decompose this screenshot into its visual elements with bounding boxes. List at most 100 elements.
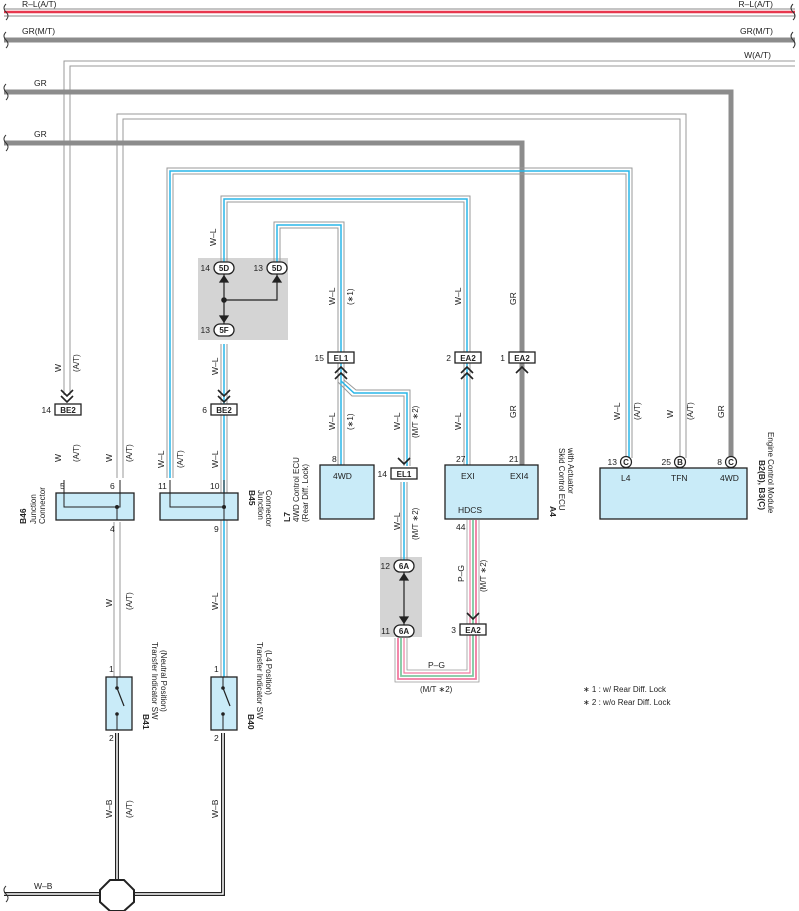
svg-text:10: 10 bbox=[210, 481, 220, 491]
svg-text:EL1: EL1 bbox=[397, 470, 412, 479]
svg-text:6A: 6A bbox=[399, 562, 409, 571]
svg-text:11: 11 bbox=[158, 481, 167, 491]
label-wb-b40: W–B bbox=[210, 799, 220, 818]
label-pg-a4-note: (M/T ∗2) bbox=[479, 559, 488, 592]
svg-text:(L4 Position): (L4 Position) bbox=[264, 650, 273, 695]
label-wl-el1-l-note: (∗1) bbox=[346, 413, 355, 430]
svg-text:Transfer Indicator SW: Transfer Indicator SW bbox=[255, 642, 264, 720]
label-gr1: GR bbox=[34, 78, 47, 88]
svg-text:L4: L4 bbox=[621, 473, 631, 483]
wire-wb-ground bbox=[4, 733, 225, 896]
svg-text:EA2: EA2 bbox=[460, 354, 476, 363]
svg-text:with Actuator: with Actuator bbox=[566, 447, 575, 494]
svg-text:(Rear Diff. Lock): (Rear Diff. Lock) bbox=[301, 464, 310, 522]
label-w-b46-l: W bbox=[53, 454, 63, 462]
wire-break-marks bbox=[3, 3, 796, 903]
label-pg-a4: P–G bbox=[456, 565, 466, 582]
note-2: ∗ 2 : w/o Rear Diff. Lock bbox=[583, 698, 671, 707]
ground-point-icon bbox=[99, 879, 135, 911]
label-w-at-right: W(A/T) bbox=[744, 50, 771, 60]
label-w-b2: W bbox=[665, 410, 675, 418]
label-pg-bottom-note: (M/T ∗2) bbox=[420, 685, 453, 694]
junction-5d-b: 5D 13 bbox=[254, 261, 288, 275]
svg-text:EXI: EXI bbox=[461, 471, 475, 481]
svg-text:B: B bbox=[677, 458, 683, 467]
wire-wl-6a bbox=[400, 482, 408, 560]
junction-6a-top: 6A 12 bbox=[381, 559, 415, 573]
svg-text:4WD Control ECU: 4WD Control ECU bbox=[292, 457, 301, 522]
svg-text:13: 13 bbox=[254, 263, 264, 273]
svg-text:Skid Control ECU: Skid Control ECU bbox=[557, 448, 566, 511]
connector-be2-left: BE2 14 bbox=[42, 389, 82, 416]
junction-6a-link bbox=[398, 572, 410, 625]
svg-text:8: 8 bbox=[332, 454, 337, 464]
label-wl-ea2: W–L bbox=[453, 287, 463, 305]
component-a4: 27 21 EXI EXI4 HDCS 44 A4 Skid Control E… bbox=[444, 447, 575, 532]
label-wl-el1-r-note: (M/T ∗2) bbox=[411, 405, 420, 438]
label-wl-mid: W–L bbox=[327, 287, 337, 305]
component-b40-switch: 1 2 B40 Transfer Indicator SW (L4 Positi… bbox=[210, 642, 273, 743]
wire-w-b41 bbox=[113, 522, 121, 677]
svg-text:6A: 6A bbox=[399, 627, 409, 636]
label-wl-el1-bot: W–L bbox=[392, 512, 402, 530]
svg-text:13: 13 bbox=[201, 325, 211, 335]
svg-text:13: 13 bbox=[608, 457, 618, 467]
wire-pg bbox=[394, 520, 480, 683]
svg-text:(Neutral Position): (Neutral Position) bbox=[159, 650, 168, 712]
label-wl-b2: W–L bbox=[612, 402, 622, 420]
svg-text:11: 11 bbox=[381, 626, 390, 636]
connector-ea2-a: EA2 2 bbox=[446, 351, 482, 380]
label-wl-a4: W–L bbox=[453, 412, 463, 430]
svg-text:4WD: 4WD bbox=[720, 473, 739, 483]
svg-text:C: C bbox=[623, 458, 629, 467]
svg-text:25: 25 bbox=[662, 457, 672, 467]
label-w-b41: W bbox=[104, 599, 114, 607]
label-w-at-b46: W bbox=[53, 364, 63, 372]
label-w-b46-l-note: (A/T) bbox=[72, 444, 81, 462]
connector-el1-mid: EL1 14 bbox=[378, 457, 418, 480]
svg-text:5F: 5F bbox=[219, 326, 228, 335]
svg-text:EA2: EA2 bbox=[465, 626, 481, 635]
label-wl-b45-l-note: (A/T) bbox=[176, 450, 185, 468]
label-w-b46-r-note: (A/T) bbox=[125, 444, 134, 462]
wire-wl-exi bbox=[220, 195, 471, 468]
svg-text:EL1: EL1 bbox=[334, 354, 349, 363]
label-gr-mt-left: GR(M/T) bbox=[22, 26, 55, 36]
label-w-b41-note: (A/T) bbox=[125, 592, 134, 610]
connector-el1-top: EL1 15 bbox=[315, 351, 355, 380]
label-gr-ea2: GR bbox=[508, 292, 518, 305]
label-wl-el1-l: W–L bbox=[327, 412, 337, 430]
label-rl-left: R–L(A/T) bbox=[22, 0, 57, 9]
svg-text:L7: L7 bbox=[282, 512, 292, 522]
connector-be2-right: BE2 6 bbox=[202, 389, 238, 416]
svg-text:B41: B41 bbox=[141, 714, 151, 730]
svg-text:44: 44 bbox=[456, 522, 466, 532]
label-gr2: GR bbox=[34, 129, 47, 139]
svg-text:14: 14 bbox=[201, 263, 211, 273]
junction-5d-a: 5D 14 bbox=[201, 261, 235, 275]
svg-text:TFN: TFN bbox=[671, 473, 688, 483]
junction-5d-links bbox=[218, 274, 283, 324]
svg-text:5D: 5D bbox=[219, 264, 229, 273]
svg-text:B45: B45 bbox=[247, 490, 257, 506]
label-gr-a4: GR bbox=[508, 405, 518, 418]
svg-text:2: 2 bbox=[446, 353, 451, 363]
svg-text:1: 1 bbox=[109, 664, 114, 674]
component-b41-switch: 1 2 B41 Transfer Indicator SW (Neutral P… bbox=[105, 642, 168, 743]
label-pg-bottom: P–G bbox=[428, 660, 445, 670]
svg-text:21: 21 bbox=[509, 454, 519, 464]
label-w-b2-note: (A/T) bbox=[686, 402, 695, 420]
svg-text:1: 1 bbox=[500, 353, 505, 363]
svg-text:1: 1 bbox=[214, 664, 219, 674]
svg-text:4WD: 4WD bbox=[333, 471, 352, 481]
svg-text:HDCS: HDCS bbox=[458, 505, 482, 515]
svg-text:C: C bbox=[728, 458, 734, 467]
label-wl-mid-note: (∗1) bbox=[346, 288, 355, 305]
note-1: ∗ 1 : w/ Rear Diff. Lock bbox=[583, 685, 667, 694]
svg-text:5: 5 bbox=[60, 481, 65, 491]
label-wl-el1-bot-note: (M/T ∗2) bbox=[411, 507, 420, 540]
label-wl-b2-note: (A/T) bbox=[633, 402, 642, 420]
svg-text:5D: 5D bbox=[272, 264, 282, 273]
label-wb-b41: W–B bbox=[104, 799, 114, 818]
